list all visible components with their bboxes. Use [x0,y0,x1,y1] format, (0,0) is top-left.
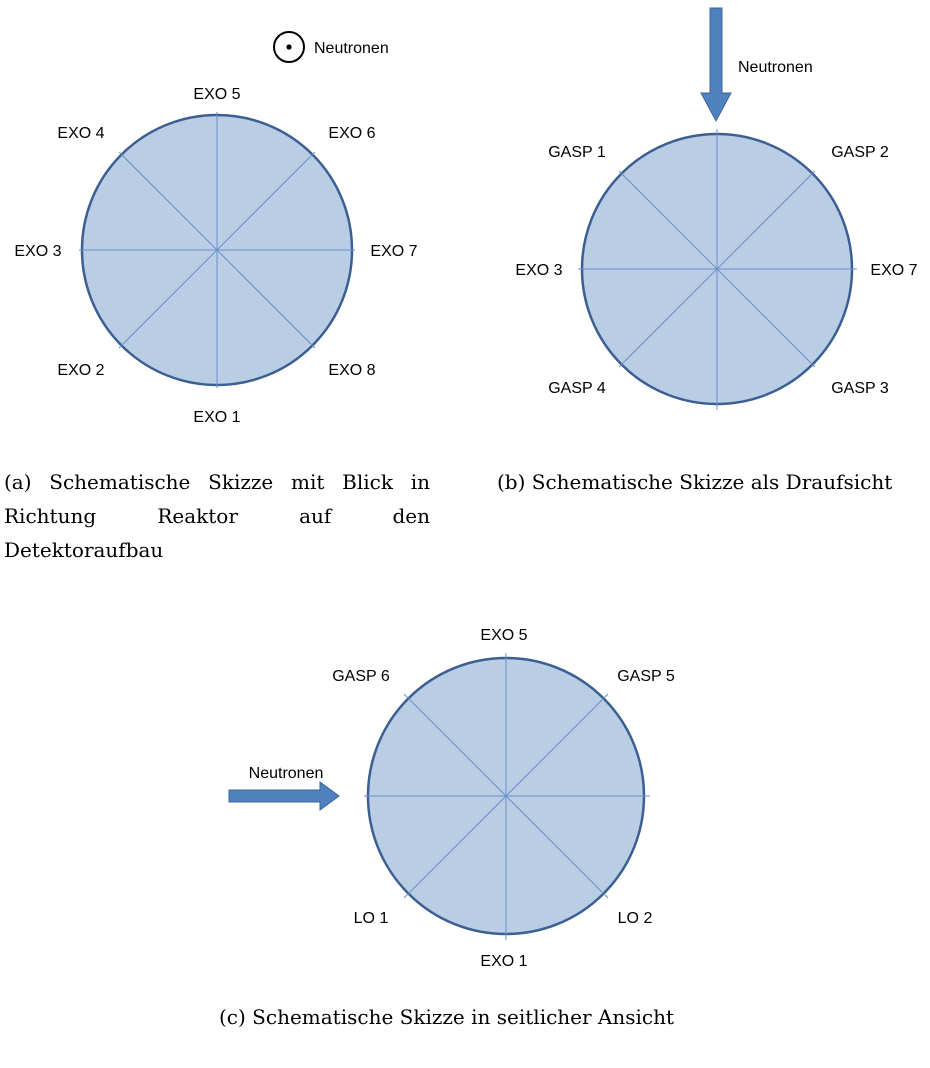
label-exo-4: EXO 4 [57,125,104,142]
label-gasp-2: GASP 2 [831,144,889,161]
caption-b: (b) Schematische Skizze als Draufsicht [497,470,893,494]
diagram-a: Neutronen EXO 5 EXO 4 EXO 6 EXO 3 EXO 7 … [14,31,418,426]
label-exo-2: EXO 2 [57,362,104,379]
detector-axes [364,653,650,940]
label-exo-3: EXO 3 [14,243,61,260]
label-exo-6: EXO 6 [328,125,375,142]
diagram-b: Neutronen GASP 1 GASP 2 EXO 3 EXO 7 GASP… [515,7,918,410]
label-exo-5: EXO 5 [480,627,527,644]
label-lo-2: LO 2 [618,910,653,927]
caption-c: (c) Schematische Skizze in seitlicher An… [219,1005,675,1029]
label-gasp-4: GASP 4 [548,380,606,397]
label-exo-8: EXO 8 [328,362,375,379]
label-gasp-5: GASP 5 [617,668,675,685]
neutron-label: Neutronen [314,40,389,57]
neutron-direction-symbol [273,31,305,63]
neutron-arrow-down [700,7,732,123]
detector-axes [578,129,857,410]
detector-axes [79,112,355,388]
label-exo-1: EXO 1 [193,409,240,426]
label-exo-7: EXO 7 [370,243,417,260]
label-exo-5: EXO 5 [193,86,240,103]
label-exo-7: EXO 7 [870,262,917,279]
label-gasp-6: GASP 6 [332,668,390,685]
label-exo-3: EXO 3 [515,262,562,279]
diagram-c: Neutronen EXO 5 GASP 6 GASP 5 LO 1 LO 2 … [228,627,675,970]
label-lo-1: LO 1 [354,910,389,927]
caption-a: (a) Schematische Skizze mit Blick in Ric… [4,470,430,562]
neutron-arrow-right [228,781,340,811]
neutron-label: Neutronen [738,59,813,76]
label-exo-1: EXO 1 [480,953,527,970]
neutron-label: Neutronen [249,765,324,782]
label-gasp-3: GASP 3 [831,380,889,397]
label-gasp-1: GASP 1 [548,144,606,161]
